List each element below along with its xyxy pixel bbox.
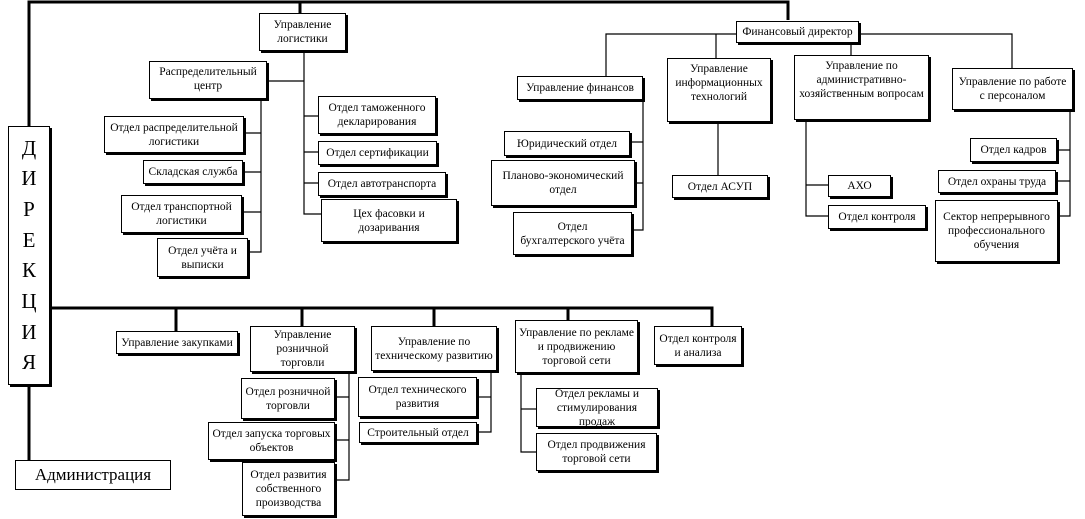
training-sector-box: Сектор непрерывного профессионального об… — [935, 200, 1058, 262]
admin-management-box: Управление по административно- хозяйстве… — [794, 55, 929, 120]
direktsiya-letter: Я — [21, 350, 36, 375]
technical-development-box: Управление по техническому развитию — [371, 326, 497, 371]
packaging-ripening-shop-box: Цех фасовки и дозаривания — [321, 199, 457, 242]
direktsiya-letter: И — [21, 166, 37, 191]
customs-declaration-dept-box: Отдел таможенного декларирования — [318, 96, 436, 134]
labor-safety-dept-box: Отдел охраны труда — [938, 170, 1056, 193]
it-management-box: Управление информационных технологий — [667, 58, 771, 122]
direktsiya-letter: К — [21, 258, 36, 283]
control-analysis-dept-box: Отдел контроля и анализа — [654, 326, 742, 365]
procurement-management-box: Управление закупками — [116, 331, 238, 354]
marketing-management-box: Управление по рекламе и продвижению торг… — [515, 320, 638, 373]
certification-dept-box: Отдел сертификации — [318, 141, 437, 165]
retail-dept-box: Отдел розничной торговли — [241, 378, 335, 419]
asup-dept-box: Отдел АСУП — [672, 175, 768, 198]
direktsiya-box: Д И Р Е К Ц И Я — [8, 126, 50, 385]
administration-box: Администрация — [15, 460, 171, 490]
transport-logistics-dept-box: Отдел транспортной логистики — [121, 195, 242, 233]
store-launch-dept-box: Отдел запуска торговых объектов — [208, 422, 335, 460]
distribution-logistics-dept-box: Отдел распределительной логистики — [104, 116, 244, 153]
aho-dept-box: АХО — [828, 175, 891, 197]
advertising-dept-box: Отдел рекламы и стимулирования продаж — [536, 388, 658, 428]
legal-dept-box: Юридический отдел — [504, 131, 630, 156]
warehouse-service-box: Складская служба — [143, 160, 243, 184]
logistics-management-box: Управление логистики — [259, 13, 346, 51]
direktsiya-letter: Ц — [21, 288, 37, 313]
motor-transport-dept-box: Отдел автотранспорта — [318, 172, 446, 196]
finance-management-box: Управление финансов — [517, 76, 643, 100]
accounting-dept-box: Отдел бухгалтерского учёта — [513, 212, 632, 255]
distribution-center-box: Распределительный центр — [149, 61, 267, 99]
retail-management-box: Управление розничной торговли — [250, 326, 355, 372]
planning-economic-dept-box: Планово-экономический отдел — [491, 160, 635, 206]
control-dept-box: Отдел контроля — [828, 205, 926, 229]
direktsiya-letter: Е — [22, 227, 36, 252]
direktsiya-letter: И — [21, 319, 37, 344]
construction-dept-box: Строительный отдел — [359, 422, 477, 443]
own-production-dept-box: Отдел развития собственного производства — [242, 462, 335, 516]
network-promotion-dept-box: Отдел продвижения торговой сети — [536, 433, 657, 471]
technical-development-dept-box: Отдел технического развития — [358, 377, 477, 417]
hr-management-box: Управление по работе с персоналом — [952, 68, 1073, 110]
accounting-invoicing-dept-box: Отдел учёта и выписки — [157, 238, 248, 277]
direktsiya-letter: Р — [23, 197, 35, 222]
personnel-dept-box: Отдел кадров — [970, 138, 1057, 162]
direktsiya-letter: Д — [21, 135, 37, 160]
finance-director-box: Финансовый директор — [736, 21, 859, 43]
